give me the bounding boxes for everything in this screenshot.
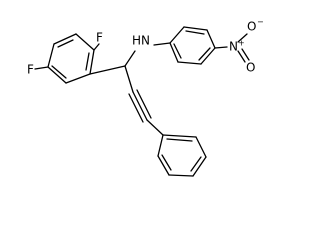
atom-nitrogen-nitro: N	[229, 40, 238, 54]
difluorophenyl-ring	[47, 33, 95, 84]
molecule-structure: F F N H N + O − O	[27, 18, 264, 177]
alkyne-triple-bond	[124, 65, 152, 123]
bond-c-f-ortho	[93, 43, 100, 51]
bond-ring-ch	[89, 65, 126, 75]
atom-fluorine-ortho: F	[96, 31, 103, 45]
charge-plus-nitro: +	[238, 39, 245, 48]
phenyl-ring	[157, 134, 207, 177]
charge-minus-oxygen: −	[257, 18, 264, 27]
bond-c-f-para	[34, 66, 49, 70]
atom-nitrogen-amine: N	[141, 34, 150, 48]
bond-n-o-single	[237, 33, 248, 43]
bond-n-o-double-b	[241, 48, 250, 61]
bond-alkyne-phenyl	[146, 119, 164, 136]
bond-aryl-nitro	[214, 46, 228, 49]
bond-nh-aryl	[153, 42, 171, 46]
bond-n-o-double-a	[237, 50, 246, 63]
atom-oxygen-single: O	[247, 20, 256, 34]
atom-fluorine-para: F	[27, 63, 34, 77]
atom-oxygen-double: O	[246, 61, 255, 75]
bond-ch-nh	[124, 50, 136, 67]
atom-hydrogen-amine: H	[132, 34, 141, 48]
nitrophenyl-ring	[169, 26, 216, 65]
